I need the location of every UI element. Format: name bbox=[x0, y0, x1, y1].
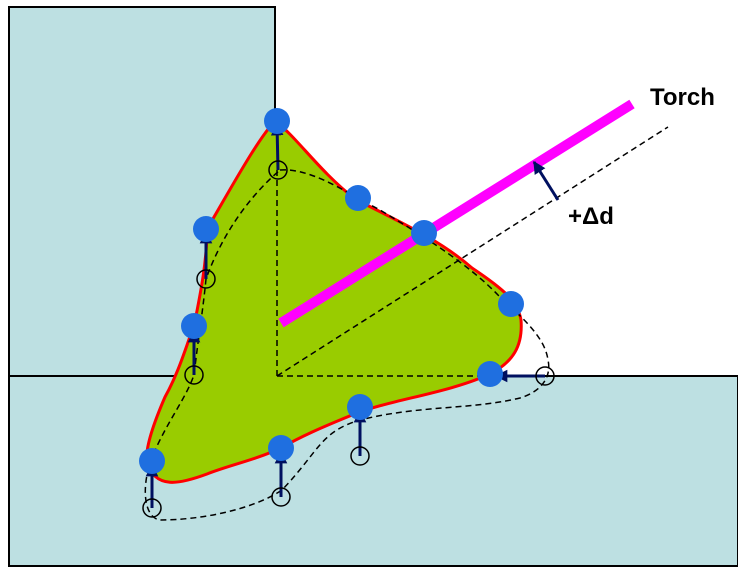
original-point bbox=[268, 160, 288, 180]
control-point bbox=[411, 220, 437, 246]
original-point bbox=[184, 365, 204, 385]
original-bead-outline bbox=[144, 169, 550, 521]
original-point bbox=[535, 366, 555, 386]
control-point bbox=[268, 435, 294, 461]
control-point bbox=[345, 185, 371, 211]
torch-label: Torch bbox=[650, 84, 715, 111]
control-points bbox=[139, 108, 524, 474]
torch-axis bbox=[276, 126, 669, 377]
control-point bbox=[498, 291, 524, 317]
torch bbox=[278, 99, 635, 328]
control-point bbox=[477, 361, 503, 387]
offset-label: +Δd bbox=[568, 203, 614, 230]
control-point bbox=[139, 448, 165, 474]
offset-arrow bbox=[532, 160, 560, 201]
original-point bbox=[196, 269, 216, 289]
original-point bbox=[350, 446, 370, 466]
original-points bbox=[142, 160, 555, 518]
control-point bbox=[264, 108, 290, 134]
original-point bbox=[142, 498, 162, 518]
original-point bbox=[271, 487, 291, 507]
control-point bbox=[181, 313, 207, 339]
control-point bbox=[347, 394, 373, 420]
control-point bbox=[193, 216, 219, 242]
